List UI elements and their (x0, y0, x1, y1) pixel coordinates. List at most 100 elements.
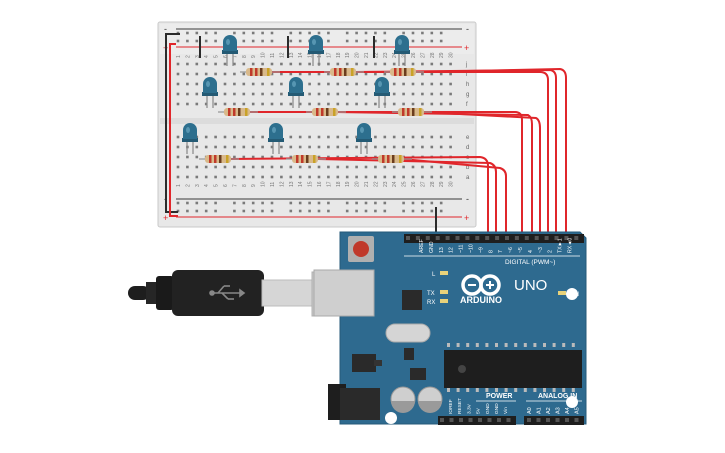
column-number: 18 (336, 181, 342, 187)
digital-label: DIGITAL (PWM~) (505, 259, 555, 266)
power-pin-label: 5V (476, 407, 482, 414)
column-number: 14 (298, 52, 304, 58)
digital-pin-label: ~5 (518, 247, 524, 253)
reset-button[interactable] (348, 236, 374, 262)
column-number: 18 (336, 52, 342, 58)
rail-plus-label: + (163, 213, 168, 223)
l-led (440, 271, 448, 275)
digital-pin-label: 13 (439, 247, 445, 253)
analog-pin-label: A5 (575, 407, 581, 414)
rail-plus-label: + (464, 43, 469, 53)
led[interactable] (268, 123, 284, 154)
column-number: 5 (214, 184, 220, 187)
column-number: 23 (383, 181, 389, 187)
column-number: 19 (345, 181, 351, 187)
column-number: 3 (195, 55, 201, 58)
mount-hole (385, 412, 397, 424)
rx-led (440, 299, 448, 303)
rail-minus-label: - (466, 194, 469, 204)
resistor[interactable] (384, 68, 424, 76)
mount-hole (566, 396, 578, 408)
led[interactable] (374, 77, 390, 108)
rail-plus-label: + (464, 213, 469, 223)
power-pin-label: IOREF (448, 399, 454, 414)
column-number: 29 (439, 181, 445, 187)
digital-pin-label: ~11 (459, 244, 465, 253)
digital-pin-label: 8 (488, 250, 494, 253)
led[interactable] (356, 123, 372, 154)
analog-pin-label: A4 (565, 407, 571, 414)
column-number: 2 (185, 184, 191, 187)
resistor[interactable] (372, 155, 412, 163)
led[interactable] (394, 35, 410, 66)
column-number: 13 (289, 52, 295, 58)
column-number: 10 (261, 52, 267, 58)
led[interactable] (222, 35, 238, 66)
ground-wires[interactable] (165, 33, 437, 236)
row-letter: j (465, 62, 467, 68)
resistor[interactable] (199, 155, 239, 163)
power-wire[interactable] (169, 43, 178, 217)
usb-port (313, 269, 375, 317)
rail-minus-label: - (466, 24, 469, 34)
column-number: 27 (420, 52, 426, 58)
rx-label: RX (427, 300, 435, 306)
column-number: 20 (355, 52, 361, 58)
analog-pin-label: A0 (527, 407, 533, 414)
column-number: 28 (430, 181, 436, 187)
resistor[interactable] (306, 108, 346, 116)
led[interactable] (202, 77, 218, 108)
analog-header[interactable] (524, 416, 584, 425)
led[interactable] (308, 35, 324, 66)
column-number: 2 (185, 55, 191, 58)
column-number: 10 (261, 181, 267, 187)
tx-led (440, 290, 448, 294)
led[interactable] (288, 77, 304, 108)
row-letter: i (466, 72, 467, 78)
resistor[interactable] (324, 68, 364, 76)
column-numbers: 1122334455667788991010111112121313141415… (176, 52, 455, 187)
digital-pin-label: ~6 (508, 247, 514, 253)
signal-wires[interactable] (229, 67, 567, 236)
column-number: 22 (373, 52, 379, 58)
column-number: 29 (439, 52, 445, 58)
column-number: 17 (326, 181, 332, 187)
digital-pin-label: ~9 (478, 247, 484, 253)
power-label: POWER (486, 393, 512, 400)
digital-header[interactable] (404, 234, 584, 243)
digital-pin-label: AREF (419, 239, 425, 253)
column-number: 21 (364, 181, 370, 187)
resistor[interactable] (286, 155, 326, 163)
resistor[interactable] (240, 68, 280, 76)
power-pin-label: Vin (503, 407, 509, 414)
column-number: 30 (449, 52, 455, 58)
column-number: 4 (204, 55, 210, 58)
led[interactable] (182, 123, 198, 154)
arduino-logo (461, 274, 501, 296)
column-number: 5 (214, 55, 220, 58)
atmega-chip (444, 346, 582, 388)
digital-pin-label: ~10 (469, 244, 475, 253)
model-text: UNO (514, 277, 547, 294)
column-number: 26 (411, 181, 417, 187)
column-number: 30 (449, 181, 455, 187)
column-number: 12 (279, 181, 285, 187)
analog-label: ANALOG IN (538, 393, 577, 400)
capacitors (390, 386, 443, 413)
power-pin-label: GND (494, 403, 500, 414)
digital-pin-label: GND (429, 241, 435, 253)
rail-minus-label: - (164, 24, 167, 34)
power-header[interactable] (438, 416, 516, 425)
resistor[interactable] (392, 108, 432, 116)
dc-power-jack[interactable] (328, 384, 380, 420)
column-number: 23 (383, 52, 389, 58)
analog-pin-label: A2 (546, 407, 552, 414)
resistor[interactable] (218, 108, 258, 116)
digital-pin-label: TX►1 (558, 238, 564, 253)
column-number: 24 (392, 52, 398, 58)
digital-pin-label: 7 (498, 250, 504, 253)
mount-hole (566, 288, 578, 300)
column-number: 25 (402, 181, 408, 187)
